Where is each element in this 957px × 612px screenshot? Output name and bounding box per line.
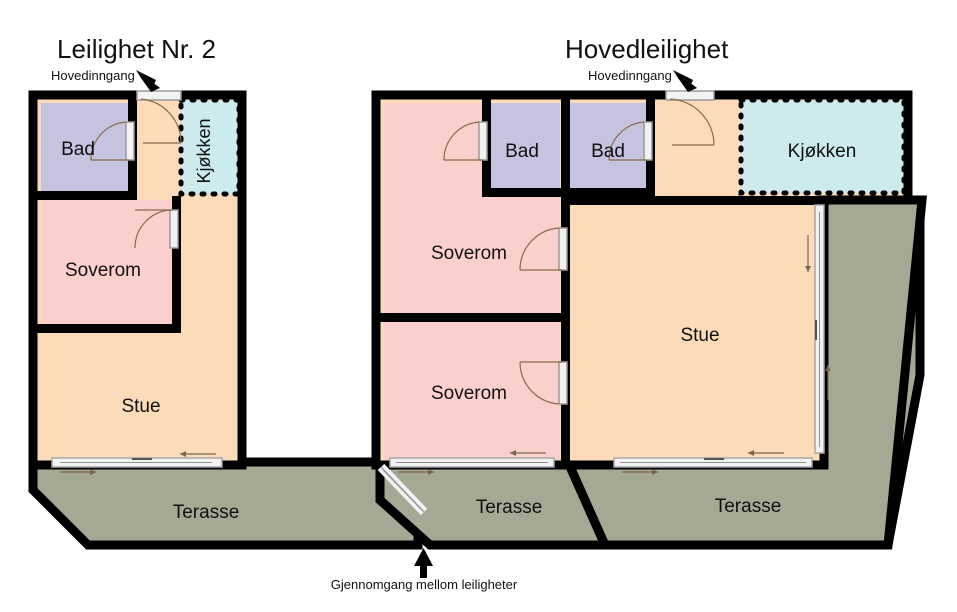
left-entrance-door-swing — [140, 98, 182, 144]
right-soverom-1-door-leaf[interactable] — [558, 227, 568, 271]
passage-annotation: Gjennomgang mellom leiligheter — [331, 548, 518, 592]
right-stue-side-sliding-door[interactable] — [814, 204, 825, 454]
right-bad-1-door-leaf[interactable] — [478, 121, 488, 161]
right-entrance-arrow-icon — [673, 70, 697, 92]
unit-right: Bad Bad Kjøkken Soverom Soverom Stue Ter… — [371, 34, 927, 550]
right-soverom-2-door-swing — [519, 361, 560, 405]
right-terasse-label: Terasse — [715, 496, 782, 517]
left-soverom-door-leaf[interactable] — [169, 209, 179, 249]
left-entrance-label: Hovedinngang — [51, 68, 135, 83]
right-stue-sliding-door[interactable] — [613, 457, 813, 468]
right-bad-2-label: Bad — [591, 141, 625, 162]
left-entrance-door-leaf[interactable] — [136, 90, 182, 101]
right-soverom-1-door-swing — [519, 227, 560, 271]
left-bad-fill — [41, 103, 132, 195]
passage-up-arrow-icon — [414, 548, 433, 578]
left-unit-title: Leilighet Nr. 2 — [57, 34, 216, 64]
right-bad-1-fill — [486, 103, 560, 191]
right-soverom-1-label: Soverom — [431, 243, 507, 264]
terrace-passage-gate[interactable] — [377, 463, 428, 516]
right-bad-1-label: Bad — [505, 141, 539, 162]
left-sliding-door-arrows — [60, 451, 216, 475]
left-bad-door-swing — [90, 121, 127, 161]
left-wall-soverom-right — [172, 196, 181, 332]
left-wall-soverom-bottom — [37, 324, 181, 333]
right-kjokken-fill — [741, 100, 904, 193]
left-bad-door-leaf[interactable] — [125, 121, 135, 161]
left-kjokken-label: Kjøkken — [194, 118, 214, 183]
passage-note-label: Gjennomgang mellom leiligheter — [331, 577, 518, 592]
right-wall-soverom-right — [561, 192, 570, 467]
right-entrance-label: Hovedinngang — [588, 68, 672, 83]
right-wall-between-baths — [561, 99, 570, 195]
right-wall-stue-top — [570, 196, 828, 205]
right-kjokken-label: Kjøkken — [788, 141, 857, 162]
right-bad-2-door-swing — [608, 121, 645, 161]
left-soverom-label: Soverom — [65, 260, 141, 281]
right-bad-2-fill — [570, 103, 650, 191]
right-side-door-arrows — [805, 235, 831, 400]
right-stue-label: Stue — [680, 325, 719, 346]
right-bad-1-door-swing — [443, 121, 480, 161]
right-bad-2-door-leaf[interactable] — [643, 121, 653, 161]
right-stue-door-arrows — [622, 450, 784, 475]
left-soverom-fill — [41, 200, 176, 328]
left-wall-bad-bottom — [37, 191, 137, 200]
mid-terasse-label: Terasse — [476, 497, 543, 518]
left-stue-label: Stue — [121, 396, 160, 417]
unit-left: Bad Kjøkken Soverom Stue Terasse Leiligh… — [28, 34, 423, 550]
left-stue-sliding-door[interactable] — [51, 457, 223, 468]
right-soverom-2-label: Soverom — [431, 383, 507, 404]
left-bad-label: Bad — [61, 139, 95, 160]
right-soverom-2-sliding-door[interactable] — [389, 457, 555, 468]
right-soverom-2-door-arrows — [398, 450, 546, 475]
left-kjokken-fill — [181, 100, 239, 194]
left-soverom-door-swing — [134, 209, 171, 249]
right-wall-between-soverom — [380, 313, 566, 322]
left-entrance-arrow-icon — [136, 70, 160, 92]
left-kjokken-dashed-outline — [178, 97, 242, 197]
right-entrance-door-swing — [669, 98, 715, 146]
right-soverom-2-door-leaf[interactable] — [558, 361, 568, 405]
left-terasse-label: Terasse — [173, 502, 240, 523]
right-unit-title: Hovedleilighet — [565, 34, 729, 64]
